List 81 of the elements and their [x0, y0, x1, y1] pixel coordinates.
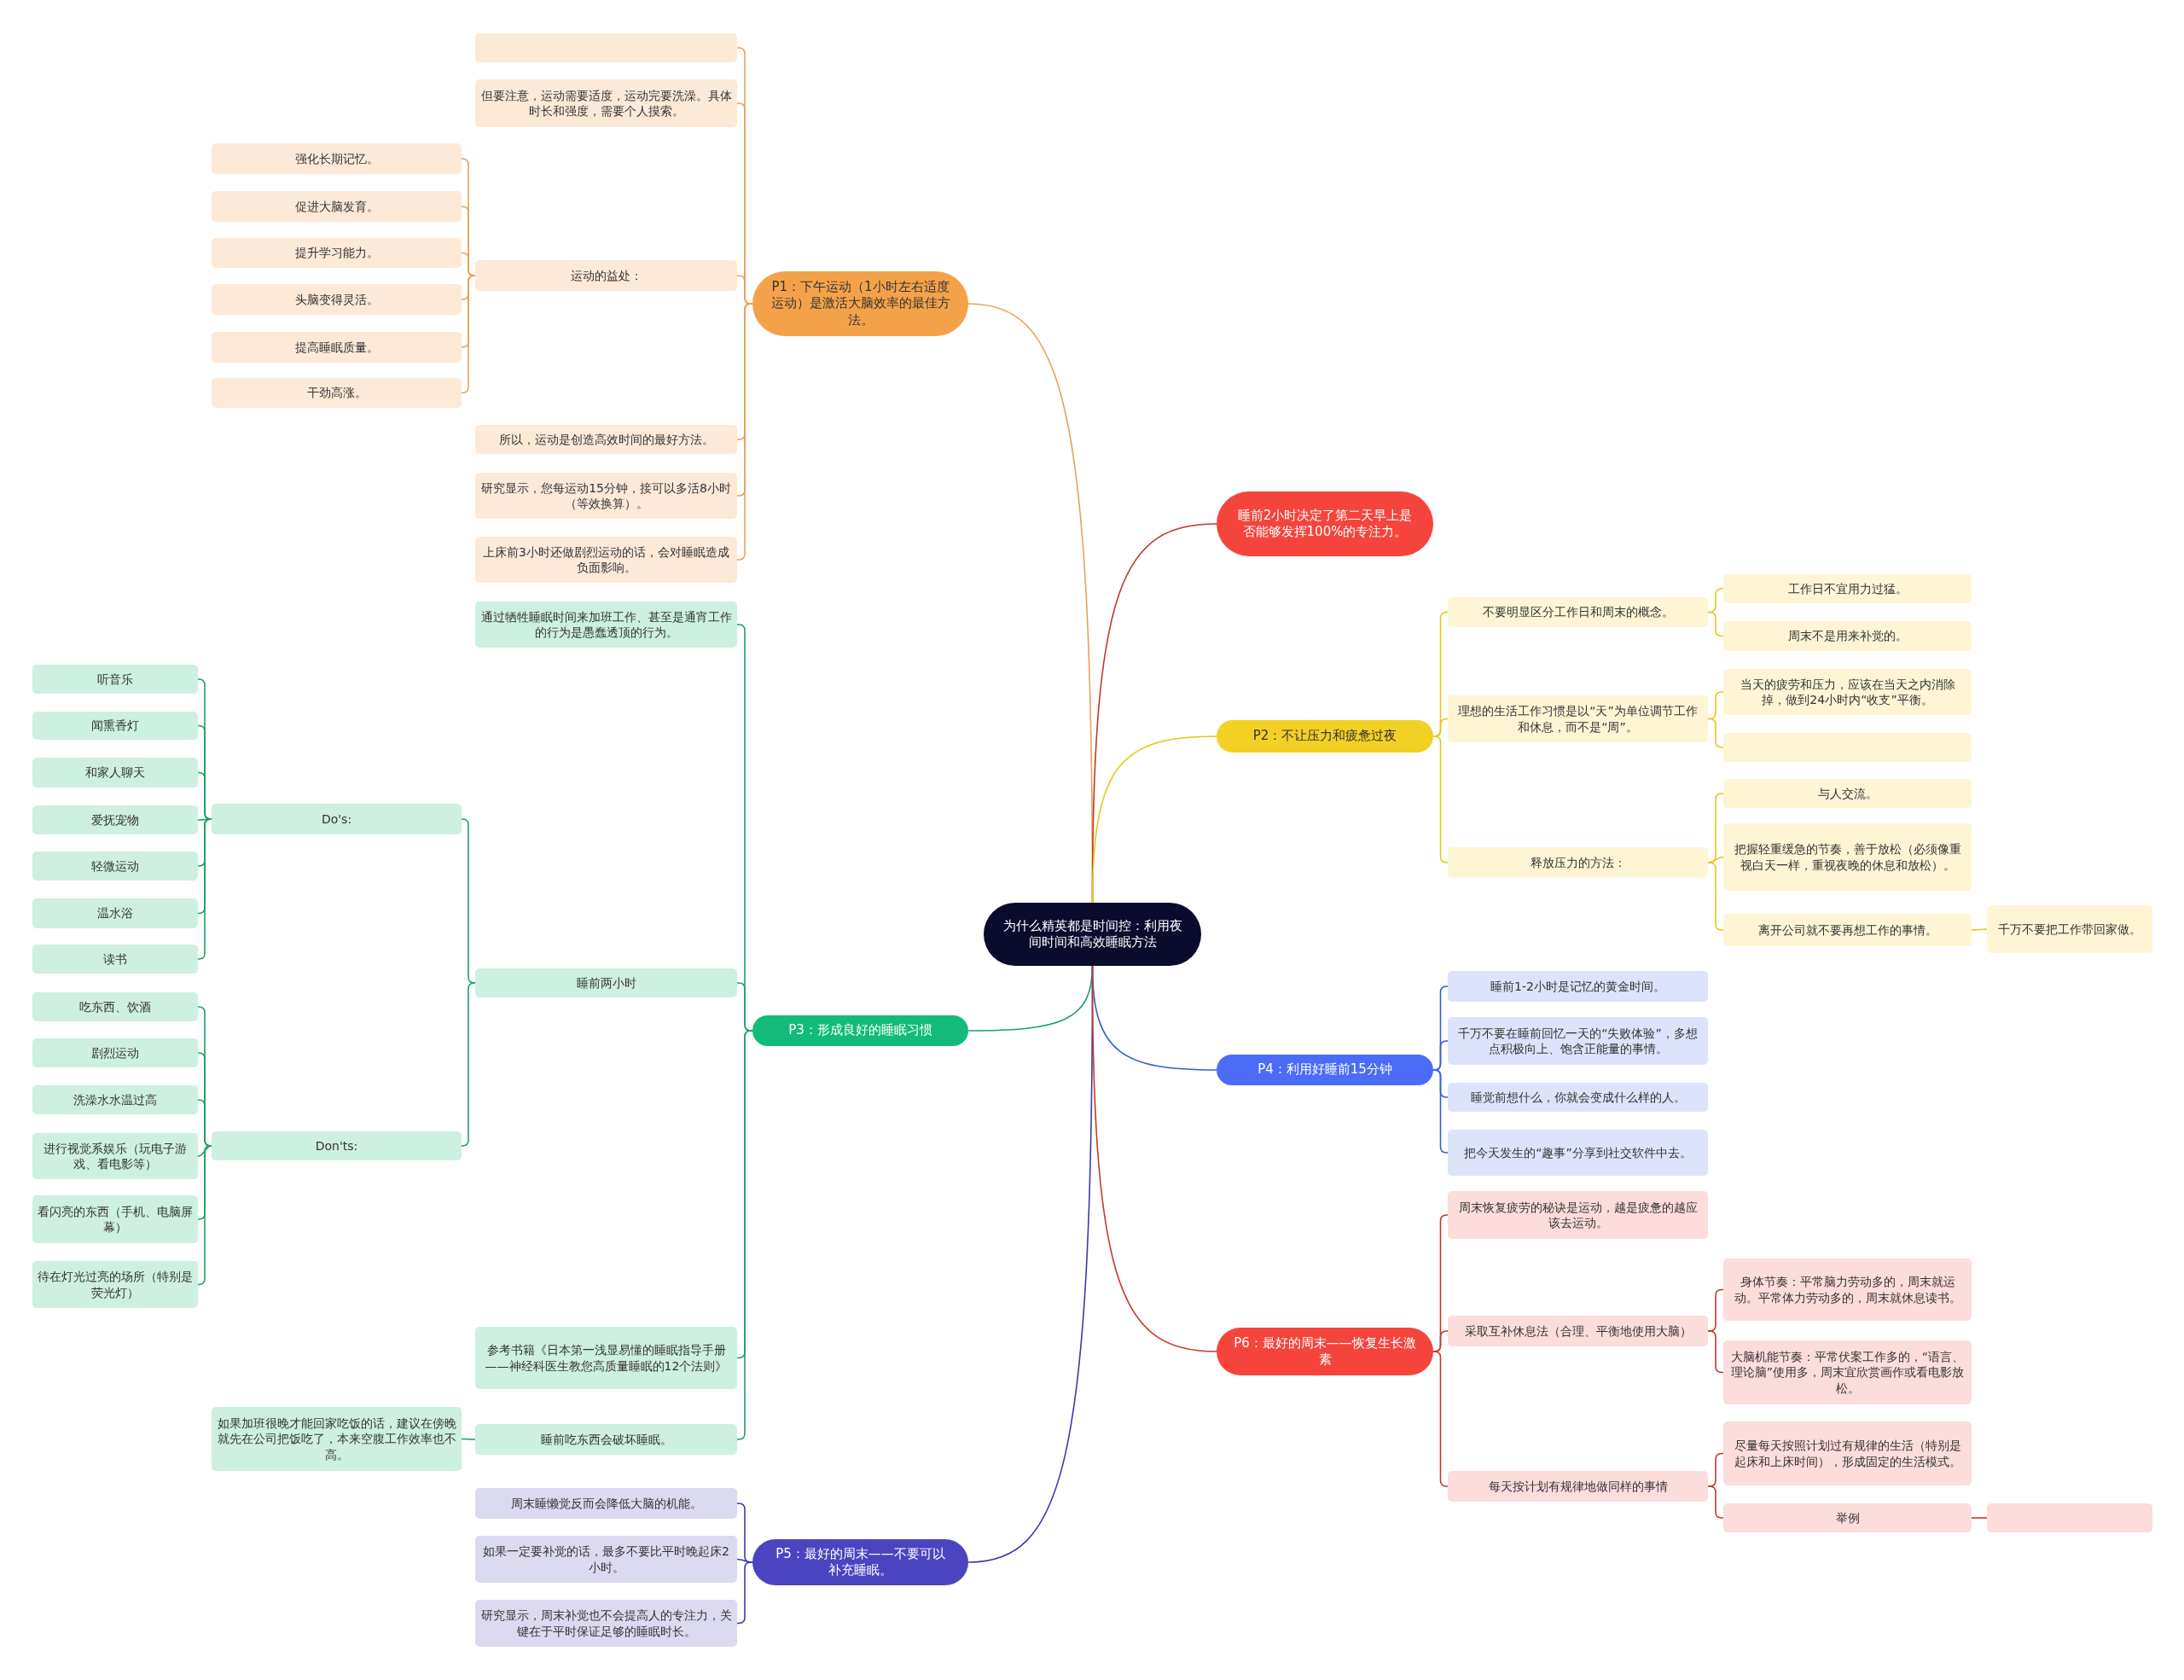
connector-line	[1971, 1517, 1988, 1519]
topic-box: Don'ts:	[212, 1131, 462, 1160]
topic-box: 爱抚宠物	[32, 805, 198, 834]
branch-pill: P1：下午运动（1小时左右适度运动）是激活大脑效率的最佳方法。	[752, 271, 968, 336]
empty-box	[475, 33, 737, 62]
topic-box: 参考书籍《日本第一浅显易懂的睡眠指导手册——神经科医生教您高质量睡眠的12个法则》	[475, 1327, 737, 1389]
topic-box: 但要注意，运动需要适度，运动完要洗澡。具体时长和强度，需要个人摸索。	[475, 79, 737, 127]
topic-box: 温水浴	[32, 898, 198, 928]
empty-box	[1723, 733, 1972, 762]
topic-box: 周末睡懒觉反而会降低大脑的机能。	[475, 1488, 737, 1519]
branch-pill: P2：不让压力和疲惫过夜	[1217, 720, 1433, 753]
topic-box: 上床前3小时还做剧烈运动的话，会对睡眠造成负面影响。	[475, 537, 737, 583]
topic-box: Do's:	[212, 804, 462, 834]
topic-box: 把握轻重缓急的节奏，善于放松（必须像重视白天一样，重视夜晚的休息和放松）。	[1723, 823, 1972, 891]
topic-box: 离开公司就不要再想工作的事情。	[1723, 914, 1972, 946]
branch-pill: P4：利用好睡前15分钟	[1217, 1055, 1433, 1085]
branch-pill: P3：形成良好的睡眠习惯	[752, 1015, 968, 1046]
connector-line	[1707, 611, 1724, 637]
connector-line	[197, 1145, 212, 1157]
connector-line	[1091, 735, 1217, 904]
topic-box: 洗澡水水温过高	[32, 1085, 198, 1114]
topic-box: 运动的益处：	[475, 260, 737, 291]
topic-box: 周末恢复疲劳的秘诀是运动，越是疲惫的越应该去运动。	[1448, 1191, 1708, 1239]
connector-line	[1432, 735, 1449, 863]
topic-box: 周末不是用来补觉的。	[1723, 621, 1972, 651]
topic-box: 尽量每天按照计划过有规律的生活（特别是起床和上床时间），形成固定的生活模式。	[1723, 1421, 1972, 1485]
topic-box: 研究显示，您每运动15分钟，接可以多活8小时（等效换算）。	[475, 473, 737, 519]
connector-line	[1707, 1330, 1724, 1374]
topic-box: 如果一定要补觉的话，最多不要比平时晚起床2小时。	[475, 1536, 737, 1583]
topic-box: 强化长期记忆。	[212, 143, 462, 174]
topic-box: 睡前1-2小时是记忆的黄金时间。	[1448, 971, 1708, 1002]
topic-box: 工作日不宜用力过猛。	[1723, 574, 1972, 603]
topic-box: 与人交流。	[1723, 779, 1972, 808]
connector-line	[461, 982, 476, 1147]
topic-box: 释放压力的方法：	[1448, 847, 1708, 878]
connector-line	[1432, 1351, 1449, 1487]
topic-box: 当天的疲劳和压力，应该在当天之内消除掉，做到24小时内“收支”平衡。	[1723, 669, 1972, 715]
topic-box: 睡前吃东西会破坏睡眠。	[475, 1424, 737, 1455]
topic-box: 大脑机能节奏：平常伏案工作多的，“语言、理论脑”使用多，周末宜欣赏画作或看电影放松。	[1723, 1340, 1972, 1404]
topic-box: 每天按计划有规律地做同样的事情	[1448, 1471, 1708, 1502]
connector-line	[1091, 965, 1217, 1352]
topic-box: 看闪亮的东西（手机、电脑屏幕）	[32, 1195, 198, 1243]
connector-line	[1707, 1485, 1724, 1519]
topic-box: 头脑变得灵活。	[212, 284, 462, 315]
topic-box: 轻微运动	[32, 852, 198, 881]
topic-box: 提高睡眠质量。	[212, 332, 462, 363]
topic-box: 不要明显区分工作日和周末的概念。	[1448, 597, 1708, 627]
branch-pill: P6：最好的周末——恢复生长激素	[1217, 1328, 1433, 1375]
topic-box: 所以，运动是创造高效时间的最好方法。	[475, 425, 737, 454]
topic-box: 睡觉前想什么，你就会变成什么样的人。	[1448, 1083, 1708, 1112]
topic-box: 千万不要在睡前回忆一天的“失败体验”，多想点积极向上、饱含正能量的事情。	[1448, 1017, 1708, 1065]
topic-box: 待在灯光过亮的场所（特别是荧光灯）	[32, 1261, 198, 1308]
topic-box: 举例	[1723, 1503, 1972, 1532]
topic-box: 如果加班很晚才能回家吃饭的话，建议在傍晚就先在公司把饭吃了，本来空腹工作效率也不高。	[212, 1407, 462, 1471]
topic-box: 促进大脑发育。	[212, 191, 462, 222]
topic-box: 听音乐	[32, 665, 198, 694]
topic-box: 剧烈运动	[32, 1038, 198, 1067]
connector-line	[1707, 718, 1724, 748]
topic-box: 提升学习能力。	[212, 238, 462, 268]
branch-pill: 睡前2小时决定了第二天早上是否能够发挥100%的专注力。	[1217, 491, 1433, 556]
topic-box: 读书	[32, 945, 198, 974]
topic-box: 身体节奏：平常脑力劳动多的，周末就运动。平常体力劳动多的，周末就休息读书。	[1723, 1259, 1972, 1321]
topic-box: 睡前两小时	[475, 968, 737, 997]
connector-line	[1707, 862, 1724, 931]
topic-box: 干劲高涨。	[212, 378, 462, 408]
topic-box: 进行视觉系娱乐（玩电子游戏、看电影等）	[32, 1133, 198, 1179]
topic-box: 千万不要把工作带回家做。	[1987, 905, 2152, 953]
topic-box: 通过牺牲睡眠时间来加班工作、甚至是通宵工作的行为是愚蠢透顶的行为。	[475, 602, 737, 648]
topic-box: 和家人聊天	[32, 758, 198, 788]
topic-box: 把今天发生的“趣事”分享到社交软件中去。	[1448, 1130, 1708, 1176]
branch-pill: P5：最好的周末——不要可以补充睡眠。	[752, 1539, 968, 1585]
topic-box: 采取互补休息法（合理、平衡地使用大脑）	[1448, 1316, 1708, 1346]
topic-box: 研究显示，周末补觉也不会提高人的专注力，关键在于平时保证足够的睡眠时长。	[475, 1600, 737, 1647]
central-topic-pill: 为什么精英都是时间控：利用夜间时间和高效睡眠方法	[984, 903, 1201, 966]
topic-box: 理想的生活工作习惯是以“天”为单位调节工作和休息，而不是“周”。	[1448, 695, 1708, 742]
connector-line	[736, 1561, 753, 1625]
topic-box: 吃东西、饮酒	[32, 992, 198, 1021]
empty-box	[1987, 1503, 2152, 1532]
connector-line	[461, 1438, 476, 1440]
topic-box: 闻熏香灯	[32, 712, 198, 740]
connector-line	[1971, 928, 1988, 931]
